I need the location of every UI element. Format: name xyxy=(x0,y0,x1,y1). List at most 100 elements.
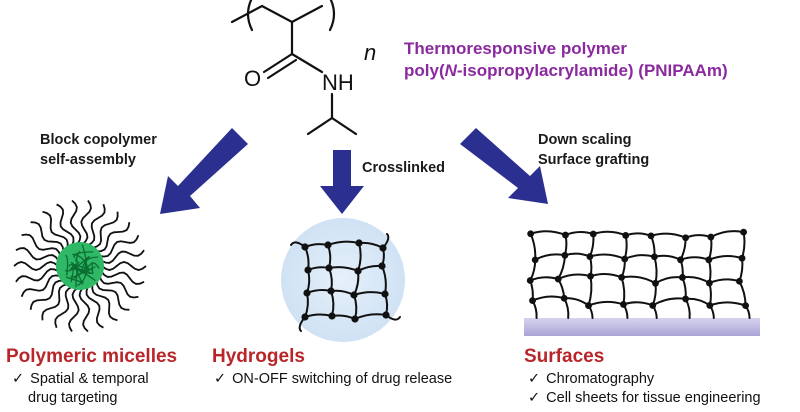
micelle-arm xyxy=(87,204,106,247)
isopropyl-left xyxy=(306,116,334,136)
micelle-arm xyxy=(21,233,62,257)
label-block-copolymer: Block copolymer self-assembly xyxy=(40,132,157,168)
carbonyl-bond-1 xyxy=(262,52,294,74)
crosslink-node xyxy=(622,232,630,239)
micelle-arm xyxy=(92,211,119,249)
crosslink-node xyxy=(303,289,311,297)
check-icon: ✓ xyxy=(214,371,227,387)
crosslink-node xyxy=(649,302,657,309)
crosslink-node xyxy=(682,234,690,242)
micelle-arm xyxy=(98,275,139,299)
micelle-arm xyxy=(20,274,61,298)
crosslink-node xyxy=(738,254,746,262)
crosslink-node xyxy=(527,230,535,238)
crosslink-node xyxy=(379,244,387,252)
crosslink-node xyxy=(381,290,389,298)
micelle-arm xyxy=(54,285,73,328)
section-title-surfaces: Surfaces xyxy=(524,346,605,367)
arrow-right xyxy=(460,128,548,204)
micelle-arm xyxy=(80,200,92,245)
atom-oxygen: O xyxy=(244,66,262,91)
micelle-arm xyxy=(100,270,145,285)
micelle-arm xyxy=(42,210,69,248)
crosslink-node xyxy=(354,267,362,275)
crosslink-node xyxy=(587,272,594,280)
crosslink-node xyxy=(679,274,686,281)
micelle-arm xyxy=(101,249,145,264)
micelle-arm xyxy=(56,203,75,246)
crosslink-node xyxy=(526,277,534,284)
pnipaam-structure xyxy=(230,0,358,136)
crosslink-node xyxy=(531,256,539,264)
micelle-arm xyxy=(85,286,104,329)
micelle-arm xyxy=(29,279,64,310)
polymer-title-line2: poly(N-isopropylacrylamide) (PNIPAAm) xyxy=(404,61,728,80)
check-icon: ✓ xyxy=(528,390,541,406)
micelle-arm xyxy=(15,247,60,262)
polymeric-micelle xyxy=(13,199,147,333)
crosslink-node xyxy=(621,255,629,263)
crosslink-node xyxy=(327,287,335,295)
micelle-arm xyxy=(99,234,140,258)
micelle-arm xyxy=(41,283,68,321)
atom-nh: NH xyxy=(322,70,354,95)
micelle-arm xyxy=(91,284,118,322)
crosslink-node xyxy=(304,266,312,274)
micelle-arm xyxy=(68,287,80,332)
section-title-hydrogels: Hydrogels xyxy=(212,346,305,367)
check-icon: ✓ xyxy=(12,371,25,387)
crosslink-node xyxy=(742,302,749,310)
hydrogels-bullets: ✓ON-OFF switching of drug release xyxy=(214,371,453,387)
left-bracket xyxy=(246,0,254,32)
crosslink-node xyxy=(554,275,562,283)
micelle-arm xyxy=(69,199,82,245)
polymer-title-line1: Thermoresponsive polymer xyxy=(404,39,627,58)
surface-illustration xyxy=(524,228,760,336)
crosslink-node xyxy=(652,279,659,287)
repeat-subscript: n xyxy=(364,40,377,65)
crosslink-node xyxy=(586,253,594,260)
micelle-arm xyxy=(95,280,130,311)
crosslink-node xyxy=(355,239,363,247)
crosslink-node xyxy=(677,256,684,264)
crosslink-node xyxy=(620,301,627,308)
micelles-bullets: ✓Spatial & temporal drug targeting xyxy=(12,371,149,406)
label-crosslinked: Crosslinked xyxy=(362,160,445,176)
amide-bond xyxy=(290,52,324,74)
crosslink-node xyxy=(618,273,626,281)
crosslink-node xyxy=(561,251,569,259)
crosslink-node xyxy=(324,241,332,249)
backbone-bond xyxy=(230,4,324,24)
micelle-arm xyxy=(96,222,131,253)
crosslink-node xyxy=(740,228,747,236)
crosslink-node xyxy=(560,294,568,302)
micelle-arm xyxy=(30,221,65,252)
crosslink-node xyxy=(350,291,358,299)
crosslink-node xyxy=(325,264,333,272)
crosslink-node xyxy=(705,279,713,287)
hydrogel-background xyxy=(281,218,405,342)
isopropyl-right xyxy=(330,116,358,136)
crosslink-node xyxy=(706,302,714,309)
micelle-arm xyxy=(101,261,147,271)
right-bracket xyxy=(328,0,336,32)
crosslink-node xyxy=(351,315,359,323)
crosslink-node xyxy=(705,256,713,264)
crosslink-node xyxy=(589,230,597,238)
crosslink-node xyxy=(562,231,569,239)
check-icon: ✓ xyxy=(528,371,541,387)
crosslink-node xyxy=(382,311,390,319)
carbonyl-bond-2 xyxy=(266,58,298,80)
arrow-left xyxy=(160,128,248,214)
section-title-micelles: Polymeric micelles xyxy=(6,346,178,367)
surface-substrate xyxy=(524,318,760,336)
crosslink-node xyxy=(328,312,336,320)
crosslink-node xyxy=(682,295,690,303)
crosslink-node xyxy=(651,253,658,261)
arrow-center xyxy=(320,150,364,214)
surfaces-bullets: ✓Chromatography ✓Cell sheets for tissue … xyxy=(528,371,761,406)
crosslink-node xyxy=(529,297,536,305)
crosslink-node xyxy=(585,302,592,309)
label-down-scaling: Down scaling Surface grafting xyxy=(538,132,650,168)
